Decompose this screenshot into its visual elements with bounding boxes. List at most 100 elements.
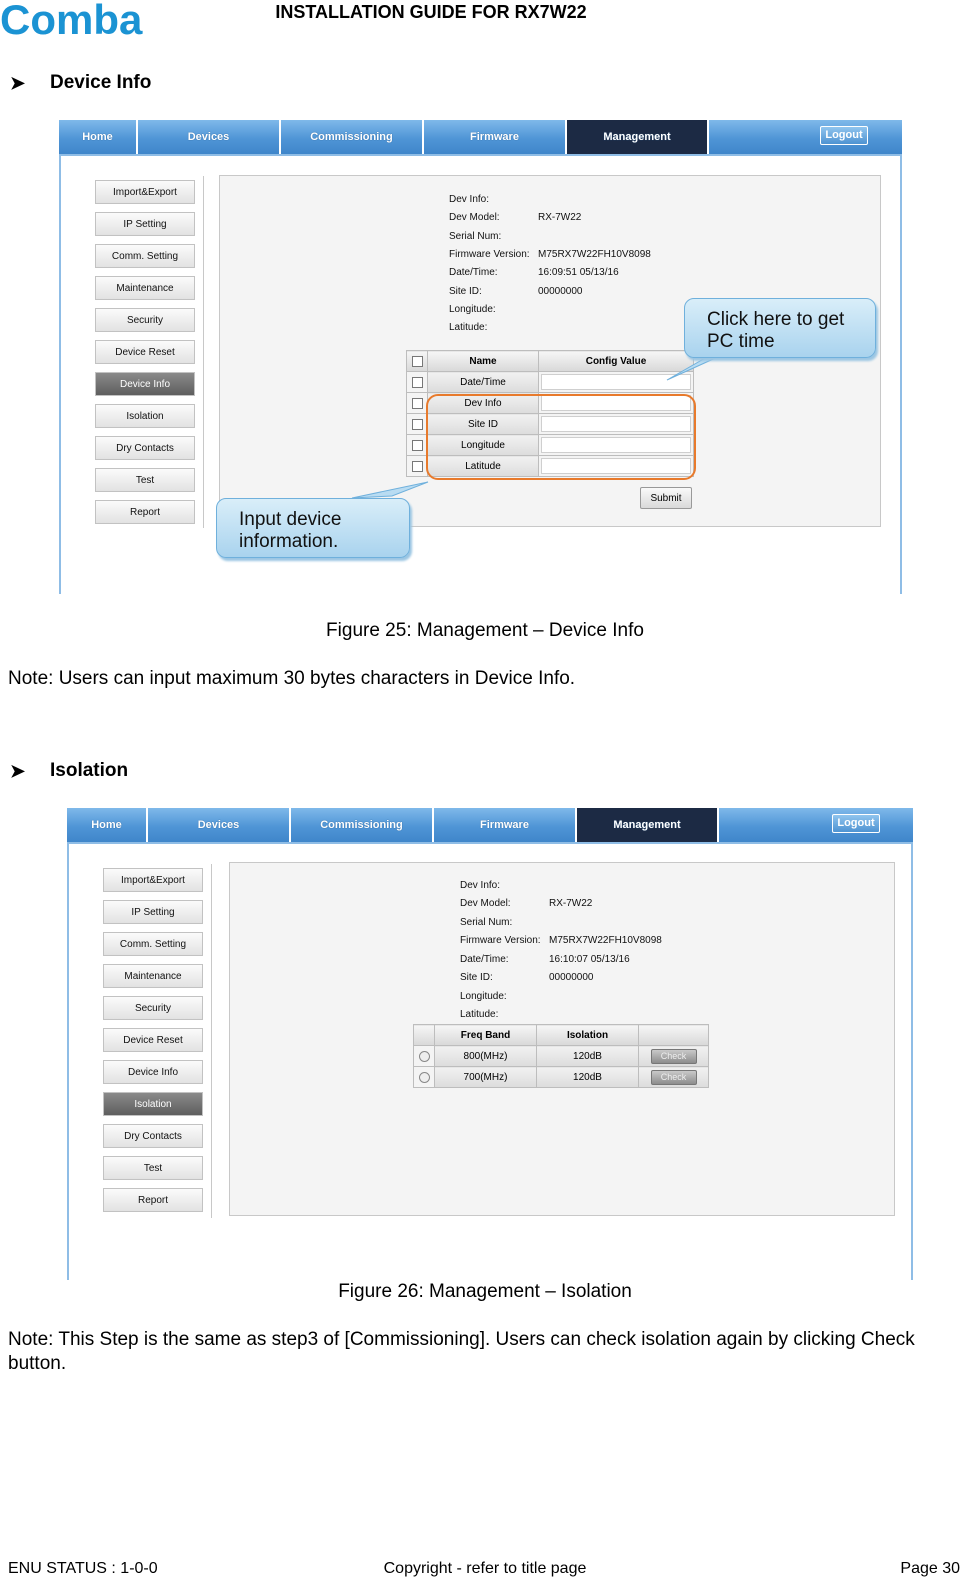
check-button[interactable]: Check [650, 1048, 697, 1064]
info-row: Firmware Version:M75RX7W22FH10V8098 [460, 935, 662, 946]
document-title: INSTALLATION GUIDE FOR RX7W22 [275, 2, 587, 22]
row-radio[interactable] [418, 1071, 430, 1083]
comba-logo: Comba [0, 0, 143, 40]
tab-devices[interactable]: Devices [138, 120, 281, 154]
sidebar-item-maintenance[interactable]: Maintenance [95, 276, 195, 300]
column-header: Isolation [536, 1024, 639, 1046]
sidebar-item-security[interactable]: Security [103, 996, 203, 1020]
sidebar-item-comm-setting[interactable]: Comm. Setting [95, 244, 195, 268]
column-header: Name [427, 350, 539, 372]
sidebar-item-test[interactable]: Test [103, 1156, 203, 1180]
table-header-row: Freq Band Isolation [413, 1024, 709, 1046]
sidebar-item-device-reset[interactable]: Device Reset [95, 340, 195, 364]
sidebar-item-test[interactable]: Test [95, 468, 195, 492]
table-row: Date/Time [406, 371, 694, 393]
site-id-input[interactable] [541, 416, 691, 432]
sidebar-item-ip-setting[interactable]: IP Setting [95, 212, 195, 236]
longitude-input[interactable] [541, 437, 691, 453]
footer-status: ENU STATUS : 1-0-0 [8, 1560, 158, 1577]
sidebar-item-report[interactable]: Report [103, 1188, 203, 1212]
tab-devices[interactable]: Devices [148, 808, 291, 842]
table-row: 800(MHz) 120dB Check [413, 1045, 709, 1067]
footer-page-number: Page 30 [900, 1560, 960, 1577]
info-row: Site ID:00000000 [449, 286, 583, 297]
note-text: Note: Users can input maximum 30 bytes c… [8, 668, 576, 689]
section-heading-isolation: ➤ Isolation [10, 760, 128, 782]
sidebar-item-dry-contacts[interactable]: Dry Contacts [103, 1124, 203, 1148]
check-button[interactable]: Check [650, 1069, 697, 1085]
table-row: Dev Info [406, 392, 694, 414]
info-row: Firmware Version:M75RX7W22FH10V8098 [449, 249, 651, 260]
nav-bar: Home Devices Commissioning Firmware Mana… [67, 808, 913, 842]
footer-copyright: Copyright - refer to title page [383, 1560, 587, 1577]
table-row: 700(MHz) 120dB Check [413, 1066, 709, 1088]
column-header: Config Value [538, 350, 694, 372]
info-row: Longitude: [449, 304, 496, 315]
tab-home[interactable]: Home [67, 808, 148, 842]
isolation-value: 120dB [536, 1066, 639, 1088]
freq-band: 700(MHz) [434, 1066, 537, 1088]
sidebar-item-isolation[interactable]: Isolation [103, 1092, 203, 1116]
column-header: Freq Band [434, 1024, 537, 1046]
table-header-row: Name Config Value [406, 350, 694, 372]
row-checkbox[interactable] [411, 397, 423, 409]
sidebar-item-maintenance[interactable]: Maintenance [103, 964, 203, 988]
isolation-value: 120dB [536, 1045, 639, 1067]
row-checkbox[interactable] [411, 439, 423, 451]
select-all-checkbox[interactable] [411, 355, 423, 367]
config-table: Name Config Value Date/Time Dev Info Sit… [406, 350, 694, 477]
sidebar-item-device-info[interactable]: Device Info [103, 1060, 203, 1084]
tab-firmware[interactable]: Firmware [434, 808, 577, 842]
highlight-box [426, 394, 696, 480]
tab-management[interactable]: Management [577, 808, 719, 842]
tab-home[interactable]: Home [59, 120, 138, 154]
isolation-screenshot: Home Devices Commissioning Firmware Mana… [60, 806, 913, 1281]
nav-bar: Home Devices Commissioning Firmware Mana… [59, 120, 902, 154]
arrow-bullet-icon: ➤ [10, 760, 26, 781]
date-time-input[interactable] [541, 374, 691, 390]
callout-input-info: Input device information. [216, 498, 410, 558]
device-info-screenshot: Home Devices Commissioning Firmware Mana… [52, 118, 902, 594]
tab-firmware[interactable]: Firmware [424, 120, 567, 154]
logo-text: Comba [0, 0, 143, 40]
sidebar-item-dry-contacts[interactable]: Dry Contacts [95, 436, 195, 460]
tab-management[interactable]: Management [567, 120, 709, 154]
section-heading-device-info: ➤ Device Info [10, 72, 151, 94]
sidebar-item-security[interactable]: Security [95, 308, 195, 332]
note-text: Note: This Step is the same as step3 of … [8, 1329, 915, 1374]
sidebar-item-import-export[interactable]: Import&Export [103, 868, 203, 892]
info-row: Dev Model:RX-7W22 [449, 212, 582, 223]
sidebar-item-device-info[interactable]: Device Info [95, 372, 195, 396]
info-row: Date/Time:16:10:07 05/13/16 [460, 954, 630, 965]
sidebar-item-ip-setting[interactable]: IP Setting [103, 900, 203, 924]
sidebar-item-device-reset[interactable]: Device Reset [103, 1028, 203, 1052]
info-row: Longitude: [460, 991, 507, 1002]
sidebar-item-isolation[interactable]: Isolation [95, 404, 195, 428]
row-radio[interactable] [418, 1050, 430, 1062]
info-row: Latitude: [449, 322, 488, 333]
logout-button[interactable]: Logout [832, 814, 880, 833]
section-title: Device Info [50, 72, 152, 93]
logout-button[interactable]: Logout [820, 126, 868, 145]
submit-button[interactable]: Submit [640, 487, 692, 509]
latitude-input[interactable] [541, 458, 691, 474]
sidebar-item-comm-setting[interactable]: Comm. Setting [103, 932, 203, 956]
info-row: Dev Model:RX-7W22 [460, 898, 593, 909]
sidebar-item-import-export[interactable]: Import&Export [95, 180, 195, 204]
tab-commissioning[interactable]: Commissioning [291, 808, 434, 842]
row-checkbox[interactable] [411, 460, 423, 472]
row-checkbox[interactable] [411, 418, 423, 430]
figure-caption: Figure 25: Management – Device Info [326, 620, 644, 641]
info-row: Serial Num: [460, 917, 513, 928]
row-checkbox[interactable] [411, 376, 423, 388]
sidebar-item-report[interactable]: Report [95, 500, 195, 524]
info-row: Date/Time:16:09:51 05/13/16 [449, 267, 619, 278]
tab-commissioning[interactable]: Commissioning [281, 120, 424, 154]
info-row: Site ID:00000000 [460, 972, 594, 983]
info-row: Dev Info: [460, 880, 501, 891]
row-name: Latitude [427, 455, 539, 477]
sidebar: Import&Export IP Setting Comm. Setting M… [95, 176, 204, 528]
section-title: Isolation [50, 760, 129, 781]
isolation-table: Freq Band Isolation 800(MHz) 120dB Check… [413, 1024, 709, 1088]
info-row: Dev Info: [449, 194, 490, 205]
